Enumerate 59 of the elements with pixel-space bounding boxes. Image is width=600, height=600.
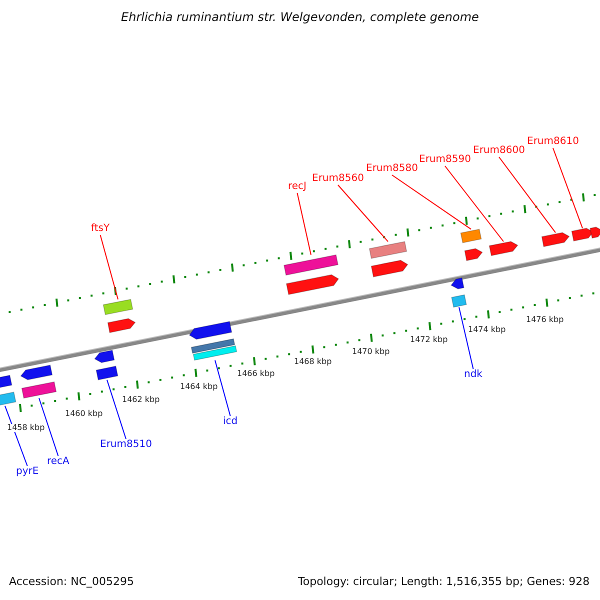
- gene-feature-block: [368, 241, 408, 259]
- gene-feature-block: [450, 277, 464, 290]
- gene-feature-block: [451, 294, 467, 308]
- gene-feature-block: [590, 226, 600, 239]
- gene-feature-block: [188, 321, 232, 340]
- scale-label: 1458 kbp: [7, 424, 45, 432]
- gene-label: recA: [47, 457, 70, 467]
- gene-label: pyrE: [16, 467, 39, 477]
- leader-line: [106, 379, 126, 440]
- gene-feature-block: [370, 260, 408, 278]
- gene-feature-block: [102, 298, 134, 316]
- leader-line: [38, 398, 59, 456]
- gene-feature-block: [286, 274, 340, 295]
- scale-label: 1462 kbp: [122, 396, 160, 404]
- leader-line: [100, 234, 118, 300]
- accession-note: Accession: NC_005295: [9, 576, 134, 587]
- gene-label: recJ: [288, 182, 306, 192]
- leader-line: [498, 156, 556, 234]
- gene-label: ndk: [464, 370, 482, 380]
- leader-line: [391, 174, 472, 230]
- scale-label: 1466 kbp: [237, 370, 275, 378]
- scale-label: 1464 kbp: [180, 383, 218, 391]
- gene-feature-block: [21, 381, 57, 399]
- leader-line: [552, 148, 583, 229]
- scale-label: 1472 kbp: [410, 336, 448, 344]
- scale-label: 1470 kbp: [352, 348, 390, 356]
- scale-label: 1460 kbp: [65, 410, 103, 418]
- diagram-title: Ehrlichia ruminantium str. Welgevonden, complete genome: [121, 11, 479, 23]
- gene-feature-block: [0, 392, 16, 406]
- gene-feature-block: [0, 374, 12, 388]
- leader-line: [214, 360, 231, 416]
- leader-line: [458, 306, 474, 370]
- gene-feature-block: [460, 228, 482, 244]
- gene-feature-block: [94, 350, 115, 364]
- gene-label: Erum8560: [312, 174, 364, 184]
- gene-label: Erum8580: [366, 164, 418, 174]
- gene-label: Erum8610: [527, 137, 579, 147]
- scale-label: 1476 kbp: [526, 316, 564, 324]
- leader-line: [4, 405, 28, 466]
- leader-line: [296, 192, 312, 256]
- gene-label: icd: [223, 417, 238, 427]
- gene-feature-block: [20, 364, 53, 380]
- gene-label: ftsY: [91, 224, 110, 234]
- gene-feature-block: [541, 232, 570, 248]
- gene-feature-block: [107, 318, 136, 334]
- gene-feature-block: [488, 241, 518, 256]
- gene-label: Erum8510: [100, 440, 152, 450]
- gene-feature-block: [284, 254, 338, 276]
- scale-label: 1468 kbp: [294, 358, 332, 366]
- gene-label: Erum8600: [473, 146, 525, 156]
- gene-label: Erum8590: [419, 155, 471, 165]
- genome-info-note: Topology: circular; Length: 1,516,355 bp; Genes: 928: [298, 576, 590, 587]
- gene-feature-block: [190, 338, 236, 354]
- gene-feature-block: [464, 248, 483, 262]
- leader-line: [337, 184, 388, 242]
- scale-label: 1474 kbp: [468, 326, 506, 334]
- gene-feature-block: [192, 345, 238, 361]
- gene-feature-block: [96, 366, 118, 380]
- leader-line: [444, 166, 504, 242]
